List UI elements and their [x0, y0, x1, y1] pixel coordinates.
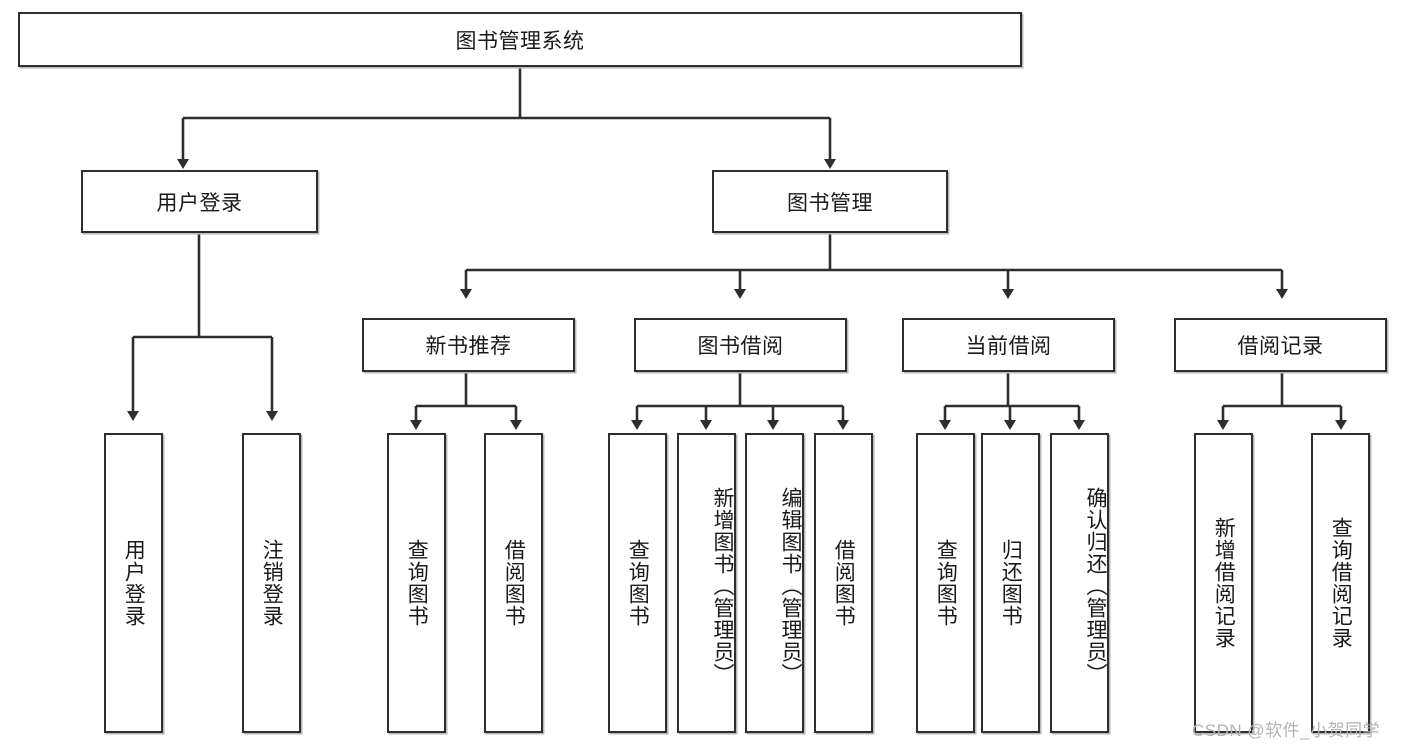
node-leaf-user-login[interactable]: 用户登录 — [104, 433, 163, 733]
node-leaf-logout-login[interactable]: 注销登录 — [242, 433, 301, 733]
node-label: 确认归还（管理员） — [1084, 487, 1107, 685]
node-label: 图书管理系统 — [455, 29, 585, 53]
node-leaf-query-book-3[interactable]: 查询图书 — [916, 433, 975, 733]
node-label: 归还图书 — [999, 539, 1023, 627]
node-leaf-query-record[interactable]: 查询借阅记录 — [1311, 433, 1370, 733]
node-book-management-system[interactable]: 图书管理系统 — [18, 12, 1022, 67]
node-leaf-borrow-book-1[interactable]: 借阅图书 — [484, 433, 543, 733]
node-label: 当前借阅 — [965, 335, 1052, 358]
node-label: 查询图书 — [405, 539, 429, 627]
node-label: 图书借阅 — [697, 335, 784, 358]
node-leaf-borrow-book-2[interactable]: 借阅图书 — [814, 433, 873, 733]
node-label: 借阅记录 — [1237, 335, 1324, 358]
node-label: 新书推荐 — [425, 335, 512, 358]
node-user-login[interactable]: 用户登录 — [81, 170, 318, 233]
node-leaf-confirm-return[interactable]: 确认归还（管理员） — [1050, 433, 1109, 733]
node-label: 编辑图书（管理员） — [779, 487, 802, 685]
node-leaf-edit-book[interactable]: 编辑图书（管理员） — [745, 433, 804, 733]
node-current-borrow[interactable]: 当前借阅 — [902, 318, 1115, 372]
node-label: 注销登录 — [260, 539, 284, 627]
node-label: 新增图书（管理员） — [711, 487, 734, 685]
node-borrow-record[interactable]: 借阅记录 — [1174, 318, 1387, 372]
node-label: 用户登录 — [156, 191, 243, 215]
node-leaf-query-book-1[interactable]: 查询图书 — [387, 433, 446, 733]
node-leaf-add-record[interactable]: 新增借阅记录 — [1194, 433, 1253, 733]
node-leaf-add-book[interactable]: 新增图书（管理员） — [677, 433, 736, 733]
node-leaf-query-book-2[interactable]: 查询图书 — [608, 433, 667, 733]
node-label: 查询图书 — [626, 539, 650, 627]
node-label: 查询借阅记录 — [1329, 517, 1353, 649]
node-label: 查询图书 — [934, 539, 958, 627]
node-label: 新增借阅记录 — [1212, 517, 1236, 649]
node-book-borrow[interactable]: 图书借阅 — [634, 318, 847, 372]
node-label: 图书管理 — [787, 191, 873, 215]
node-label: 借阅图书 — [832, 539, 856, 627]
node-label: 借阅图书 — [502, 539, 526, 627]
node-book-manage[interactable]: 图书管理 — [712, 170, 948, 233]
node-new-book-recommend[interactable]: 新书推荐 — [362, 318, 575, 372]
node-leaf-return-book[interactable]: 归还图书 — [981, 433, 1040, 733]
node-label: 用户登录 — [122, 539, 146, 627]
